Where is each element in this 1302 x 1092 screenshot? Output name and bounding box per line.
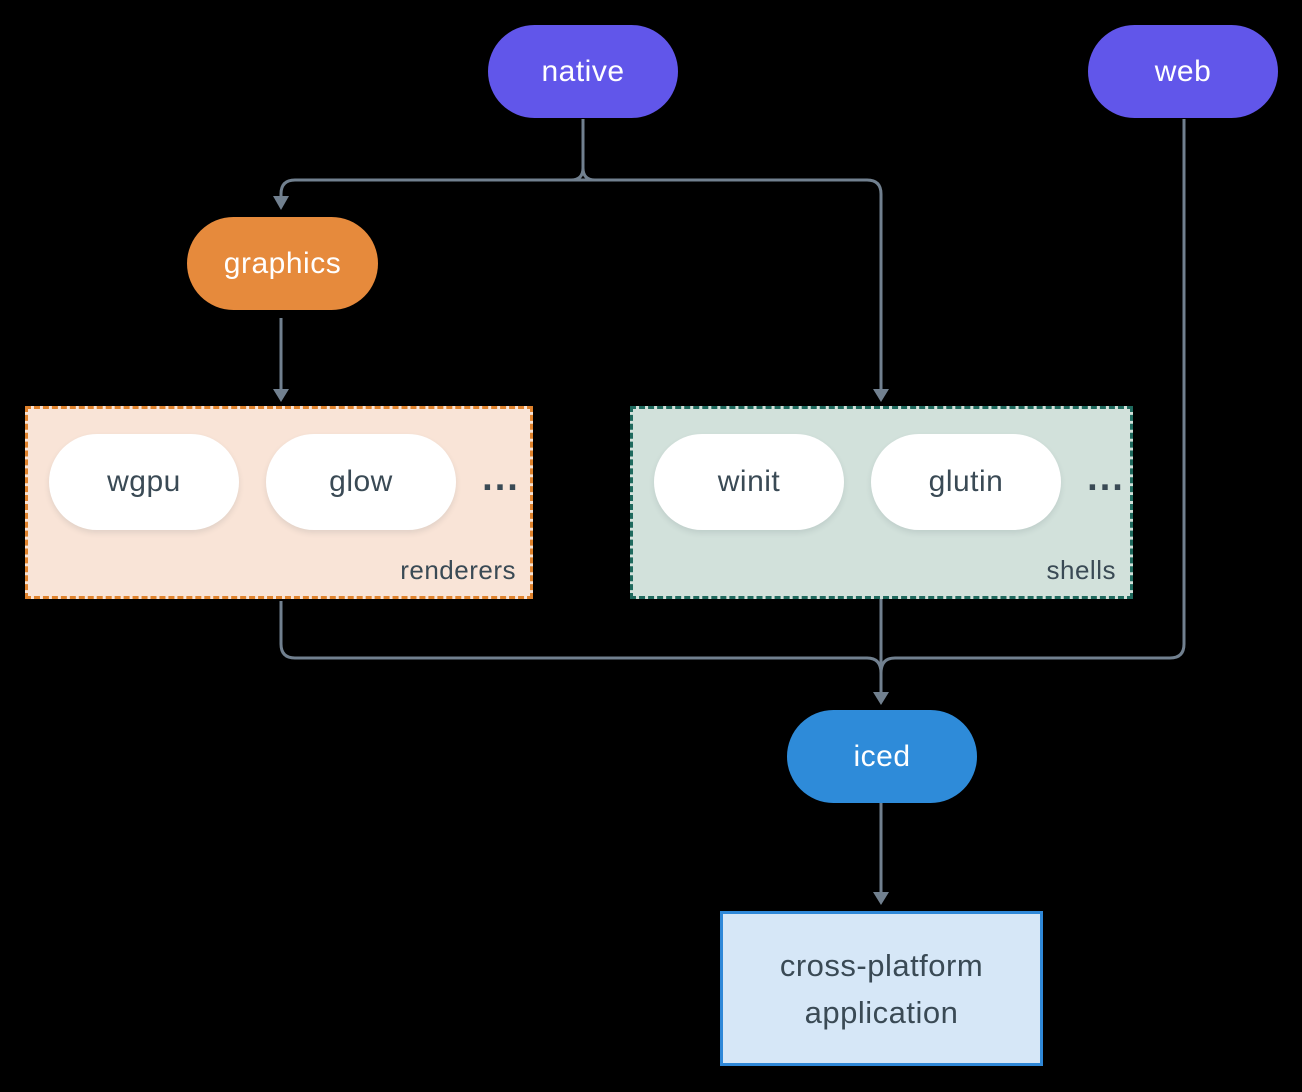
edge-web-merge <box>879 119 1186 674</box>
node-web-label: web <box>1154 54 1212 88</box>
node-graphics: graphics <box>187 217 378 310</box>
arrowhead-to-iced <box>873 692 889 705</box>
arrowhead-to-shells <box>873 389 889 402</box>
node-wgpu-label: wgpu <box>107 465 181 498</box>
node-glow: glow <box>266 434 456 530</box>
node-native: native <box>488 25 678 118</box>
edge-renderers-merge <box>279 601 883 674</box>
node-glutin: glutin <box>871 434 1061 530</box>
node-cross-platform-application: cross-platform application <box>720 911 1043 1066</box>
node-iced: iced <box>787 710 977 803</box>
edge-native-stem-right-fillet <box>581 119 596 182</box>
edge-native-branch <box>279 178 883 389</box>
renderers-group-label: renderers <box>400 555 516 585</box>
node-winit-label: winit <box>717 465 781 498</box>
node-winit: winit <box>654 434 844 530</box>
arrowhead-to-renderers <box>273 389 289 402</box>
group-shells: winit glutin ... shells <box>630 406 1133 599</box>
shells-group-label: shells <box>1046 555 1116 585</box>
group-renderers: wgpu glow ... renderers <box>25 406 533 599</box>
shells-ellipsis: ... <box>1087 457 1125 499</box>
node-native-label: native <box>541 54 625 88</box>
node-graphics-label: graphics <box>223 246 342 280</box>
application-label-line2: application <box>804 994 959 1030</box>
node-glutin-label: glutin <box>928 465 1004 498</box>
application-label-line1: cross-platform <box>779 947 984 983</box>
arrowhead-to-application <box>873 892 889 905</box>
arrowhead-to-graphics <box>273 196 289 210</box>
edge-native-stem <box>570 119 585 182</box>
node-iced-label: iced <box>853 739 911 773</box>
node-glow-label: glow <box>329 465 393 498</box>
node-wgpu: wgpu <box>49 434 239 530</box>
node-web: web <box>1088 25 1278 118</box>
renderers-ellipsis: ... <box>482 457 520 499</box>
